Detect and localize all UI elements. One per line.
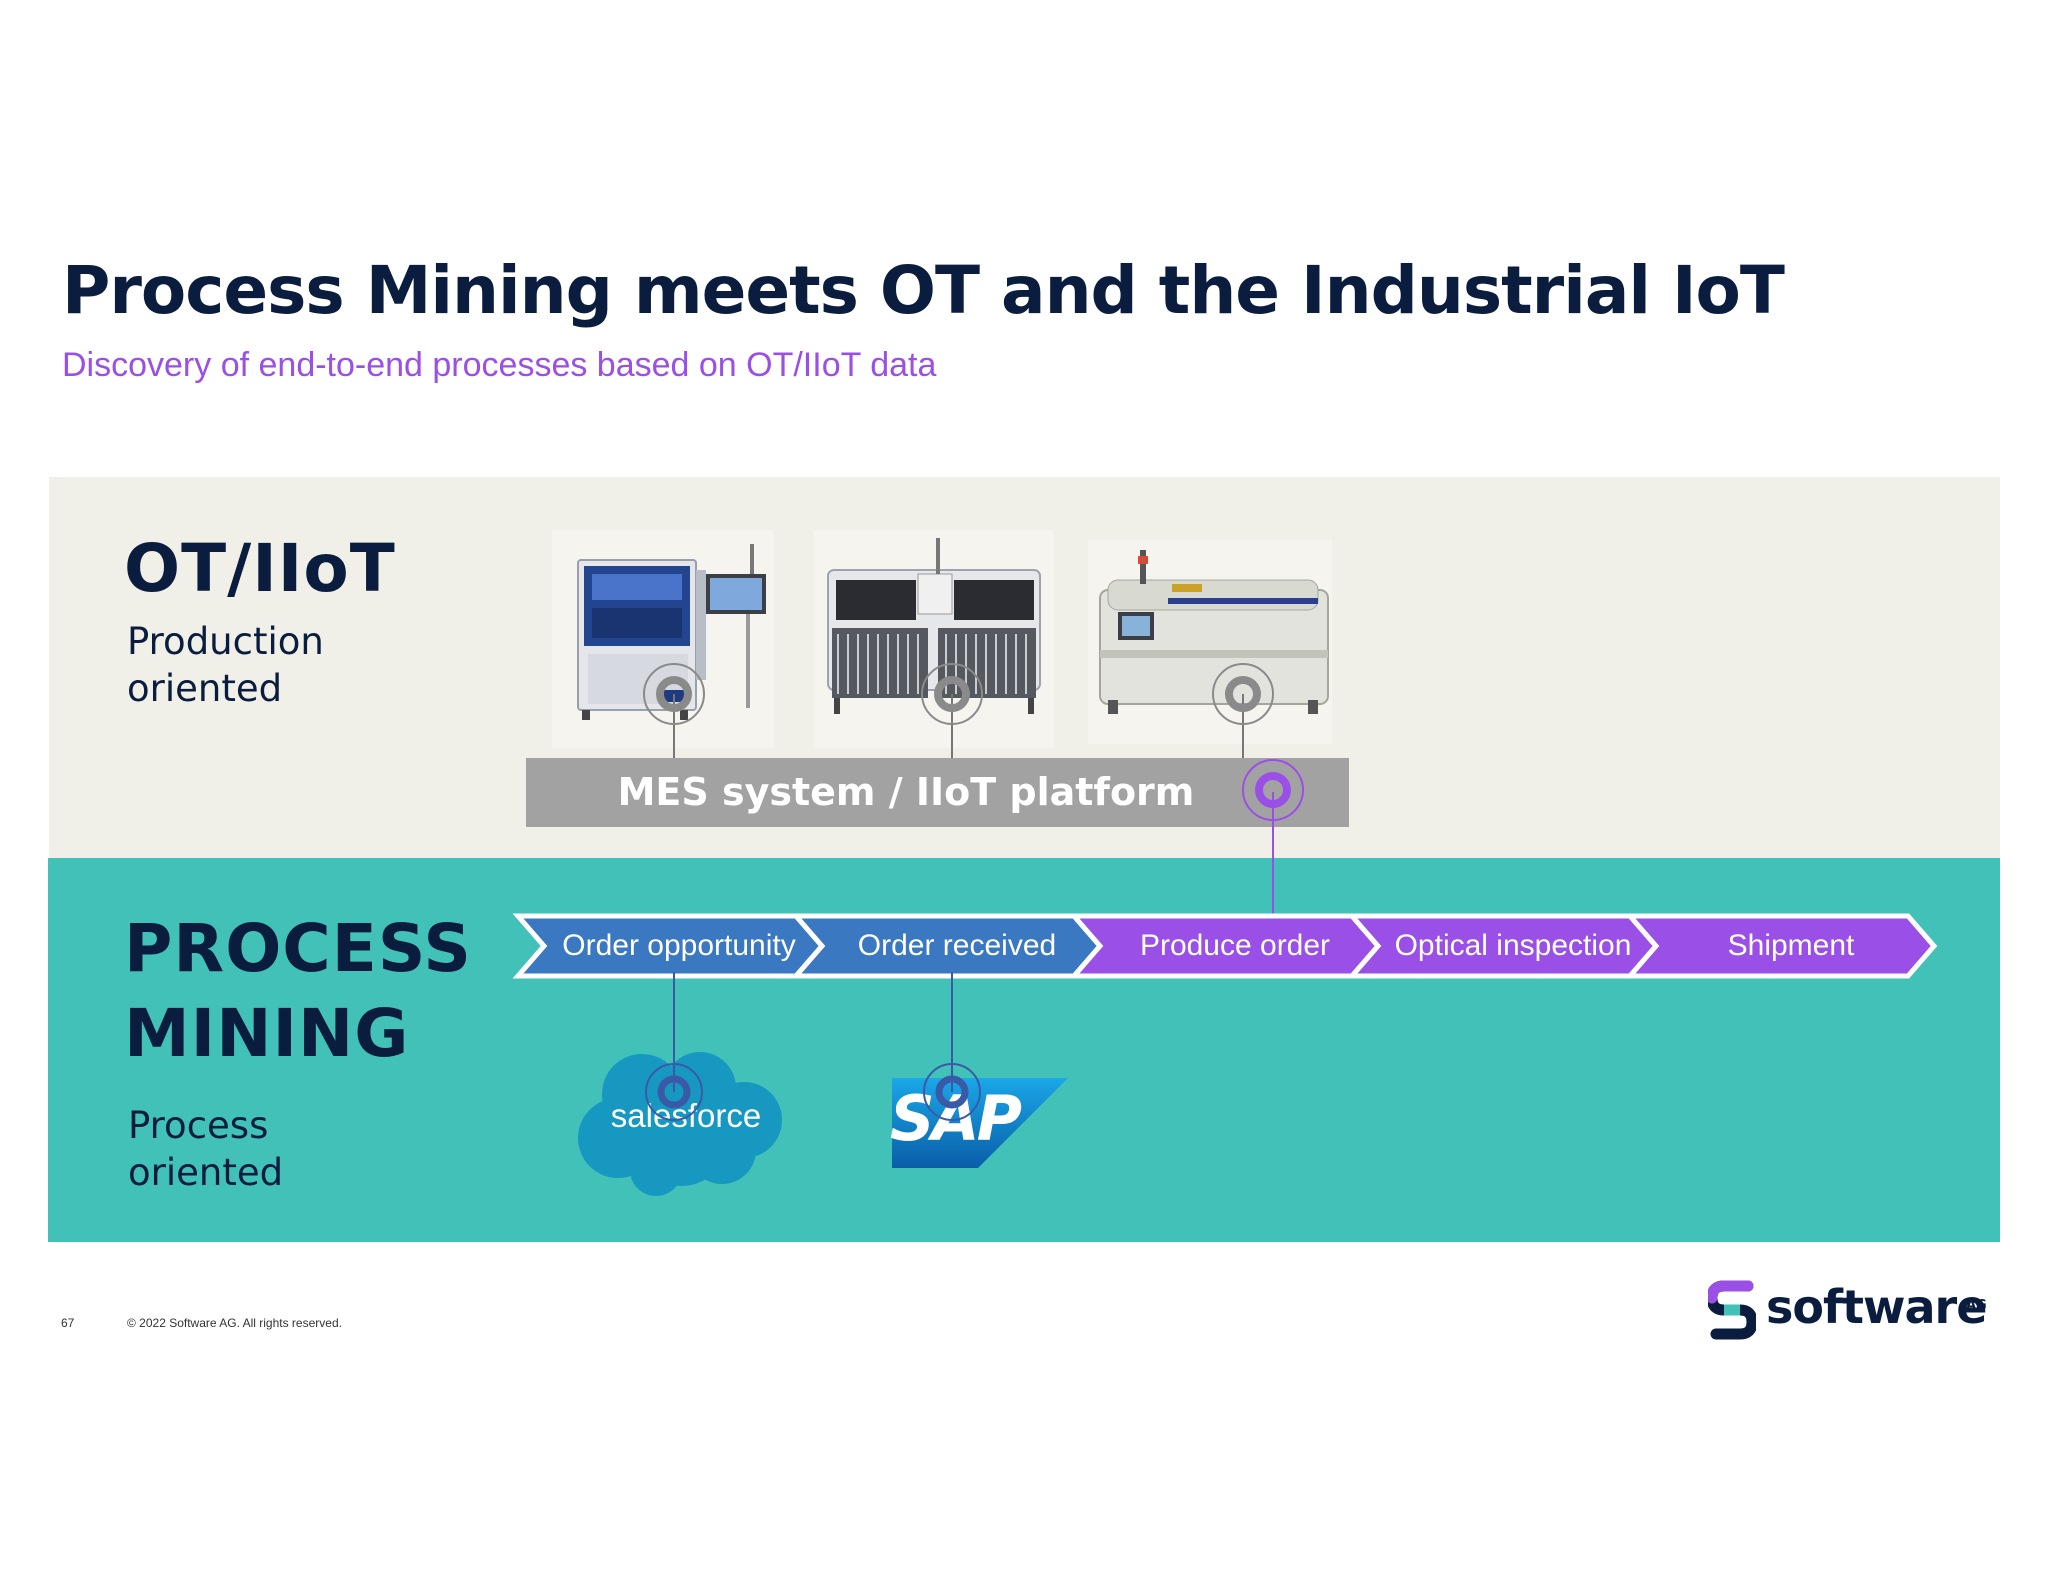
page-number: 67 [61, 1316, 75, 1330]
mes-iiot-platform-bar: MES system / IIoT platform [526, 758, 1349, 827]
ot-description-line2: oriented [127, 667, 283, 710]
sap-logo [892, 1078, 1068, 1168]
salesforce-sensor-icon [645, 1063, 703, 1121]
process-step-label: Order received [857, 929, 1057, 962]
reflow-oven-machine-image [1088, 540, 1332, 744]
slide-title: Process Mining meets OT and the Industri… [62, 252, 1785, 329]
sap-sensor-icon [923, 1063, 981, 1121]
pick-and-place-machine-image [814, 530, 1054, 748]
process-description-line2: oriented [128, 1151, 284, 1194]
process-description-line1: Process [128, 1104, 269, 1147]
process-step-label: Optical inspection [1394, 929, 1632, 962]
machine3-sensor-icon [1212, 663, 1274, 725]
copyright-notice: © 2022 Software AG. All rights reserved. [127, 1316, 342, 1330]
process-step-label: Produce order [1139, 929, 1331, 962]
sap-wordmark: SAP [890, 1082, 1022, 1155]
ot-heading: OT/IIoT [124, 530, 396, 607]
software-ag-suffix: AG [1966, 1298, 1987, 1313]
machine2-sensor-icon [921, 663, 983, 725]
slide-subtitle: Discovery of end-to-end processes based … [62, 346, 937, 384]
software-ag-wordmark: software [1766, 1280, 1987, 1334]
process-step-label: Order opportunity [562, 929, 796, 962]
platform-sensor-icon [1242, 759, 1304, 821]
salesforce-logo [578, 1052, 782, 1196]
process-step-label: Shipment [1727, 929, 1855, 962]
process-step-chevron [1624, 913, 1938, 979]
software-ag-logo-mark-icon [1708, 1280, 1756, 1340]
process-mining-heading-line2: MINING [124, 995, 410, 1072]
stencil-printer-machine-image [552, 530, 774, 748]
ot-description-line1: Production [127, 620, 324, 663]
process-mining-heading-line1: PROCESS [124, 910, 472, 987]
machine1-sensor-icon [643, 663, 705, 725]
mes-iiot-platform-label: MES system / IIoT platform [617, 770, 1195, 814]
